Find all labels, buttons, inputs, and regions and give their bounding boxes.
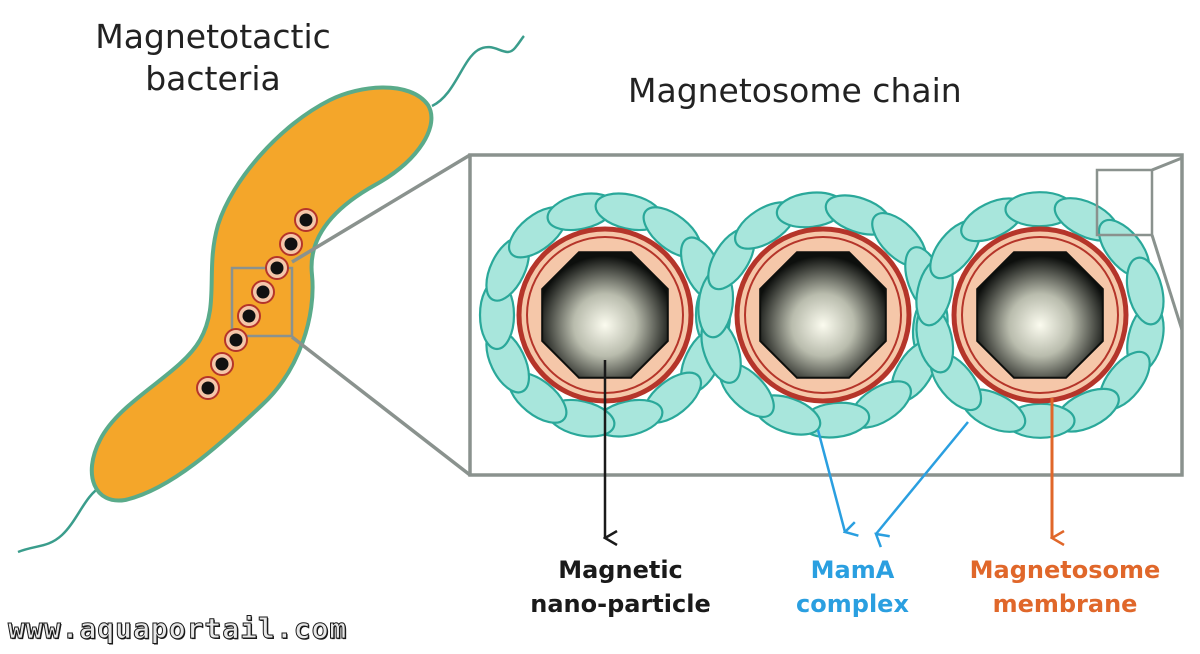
magnetosome-membrane-inner: [961, 236, 1119, 394]
magnetic-nanoparticle: [541, 251, 669, 379]
flagellum-bottom: [17, 484, 103, 554]
bacteria-title-line1: Magnetotactic: [95, 17, 331, 56]
mama-arrow-1: [816, 429, 845, 532]
magnetosome-dot: [294, 208, 318, 232]
magnetosome-dot: [251, 280, 275, 304]
magnetosome-dot: [279, 232, 303, 256]
flagellum-top: [431, 35, 525, 108]
mama-protein: [1125, 256, 1165, 326]
bacterium-magnetosome-chain: [196, 208, 318, 400]
zoom-lines: [290, 153, 472, 477]
magnetosome-dot: [265, 256, 289, 280]
bacteria-title-line2: bacteria: [145, 59, 281, 98]
magnetosome-membrane-inner: [744, 236, 902, 394]
mama-protein-ring: [915, 191, 1165, 439]
mama-label-line1: MamA: [810, 556, 895, 584]
watermark: www.aquaportail.com: [7, 612, 348, 646]
magnetosome-dot: [196, 376, 220, 400]
bacterium-zoom-box: [230, 266, 294, 338]
nanoparticle-label-line1: Magnetic: [558, 556, 683, 584]
mama-label-line2: complex: [796, 590, 909, 618]
right-zoom-indicator: [1095, 156, 1184, 331]
bacteria-title: Magnetotactic bacteria: [88, 16, 338, 100]
chain-title: Magnetosome chain: [628, 71, 962, 110]
magnetosome: [915, 191, 1165, 439]
magnetosome-group: [478, 191, 1165, 439]
nanoparticle-label-line2: nano-particle: [530, 590, 711, 618]
nanoparticle-label: Magnetic nano-particle: [528, 553, 713, 621]
magnetosome-dot: [237, 304, 261, 328]
membrane-label-line2: membrane: [992, 590, 1138, 618]
magnetosome-dot: [210, 352, 234, 376]
mama-arrow-2: [876, 421, 969, 534]
mama-label: MamA complex: [780, 553, 925, 621]
membrane-label-line1: Magnetosome: [969, 556, 1161, 584]
membrane-label: Magnetosome membrane: [955, 553, 1175, 621]
magnetosome-dot: [224, 328, 248, 352]
magnetic-nanoparticle: [759, 251, 887, 379]
magnetic-nanoparticle: [976, 251, 1104, 379]
